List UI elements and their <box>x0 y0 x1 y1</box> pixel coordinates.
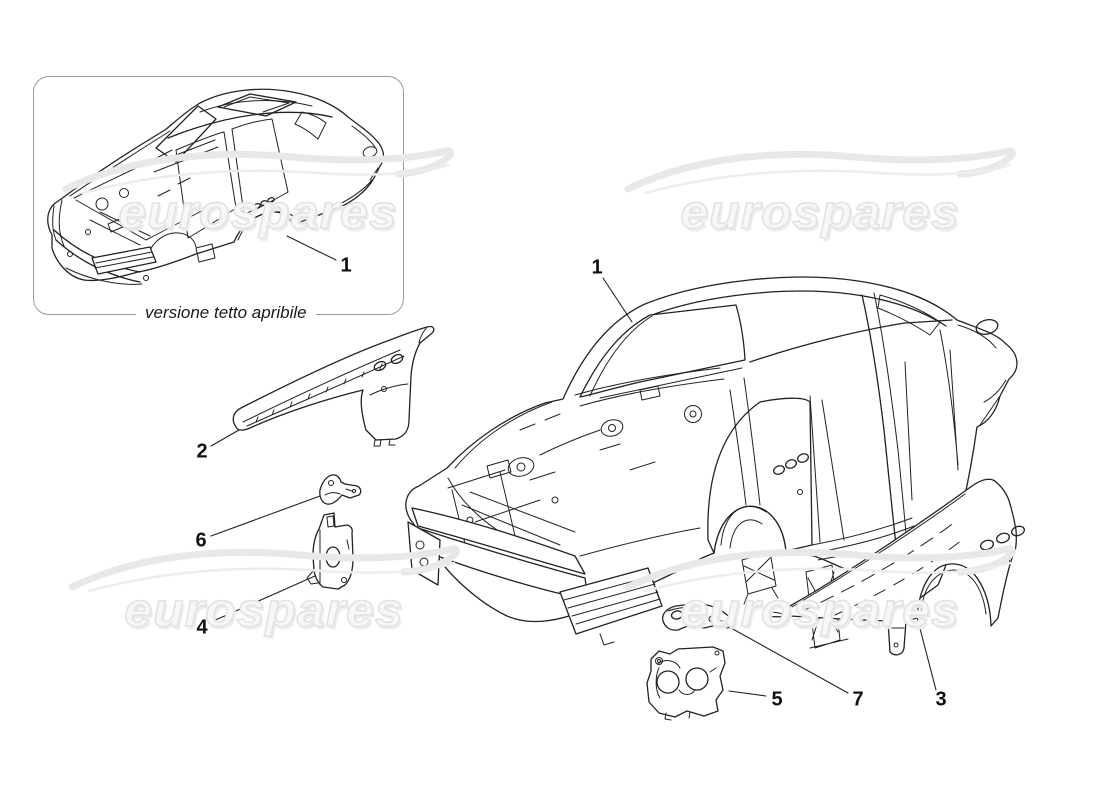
leader-4 <box>211 576 315 622</box>
leader-inset-1 <box>287 236 336 260</box>
leader-lines <box>211 236 936 696</box>
leader-1 <box>603 278 632 322</box>
upper-bracket-drawing <box>320 475 361 504</box>
leader-2 <box>211 430 239 446</box>
leader-6 <box>211 496 320 536</box>
leader-5 <box>729 691 766 696</box>
callout-inset-body[interactable]: 1 <box>340 254 352 277</box>
callout-upper-bracket[interactable]: 6 <box>195 529 207 552</box>
callout-right-front-fender[interactable]: 3 <box>935 688 947 711</box>
leader-3 <box>917 617 936 690</box>
callout-front-bracket[interactable]: 4 <box>196 616 208 639</box>
leader-7 <box>731 628 848 693</box>
front-bracket-drawing <box>307 513 353 589</box>
callout-support-bracket[interactable]: 7 <box>852 688 864 711</box>
callout-body-shell[interactable]: 1 <box>591 256 603 279</box>
callout-wheelhouse-panel[interactable]: 5 <box>771 688 783 711</box>
callout-left-front-fender[interactable]: 2 <box>196 440 208 463</box>
support-bracket-drawing <box>663 604 733 630</box>
left-front-fender-drawing <box>233 327 434 446</box>
inset-caption: versione tetto apribile <box>136 303 316 323</box>
wheelhouse-panel-drawing <box>647 647 725 720</box>
inset-panel <box>33 76 404 315</box>
